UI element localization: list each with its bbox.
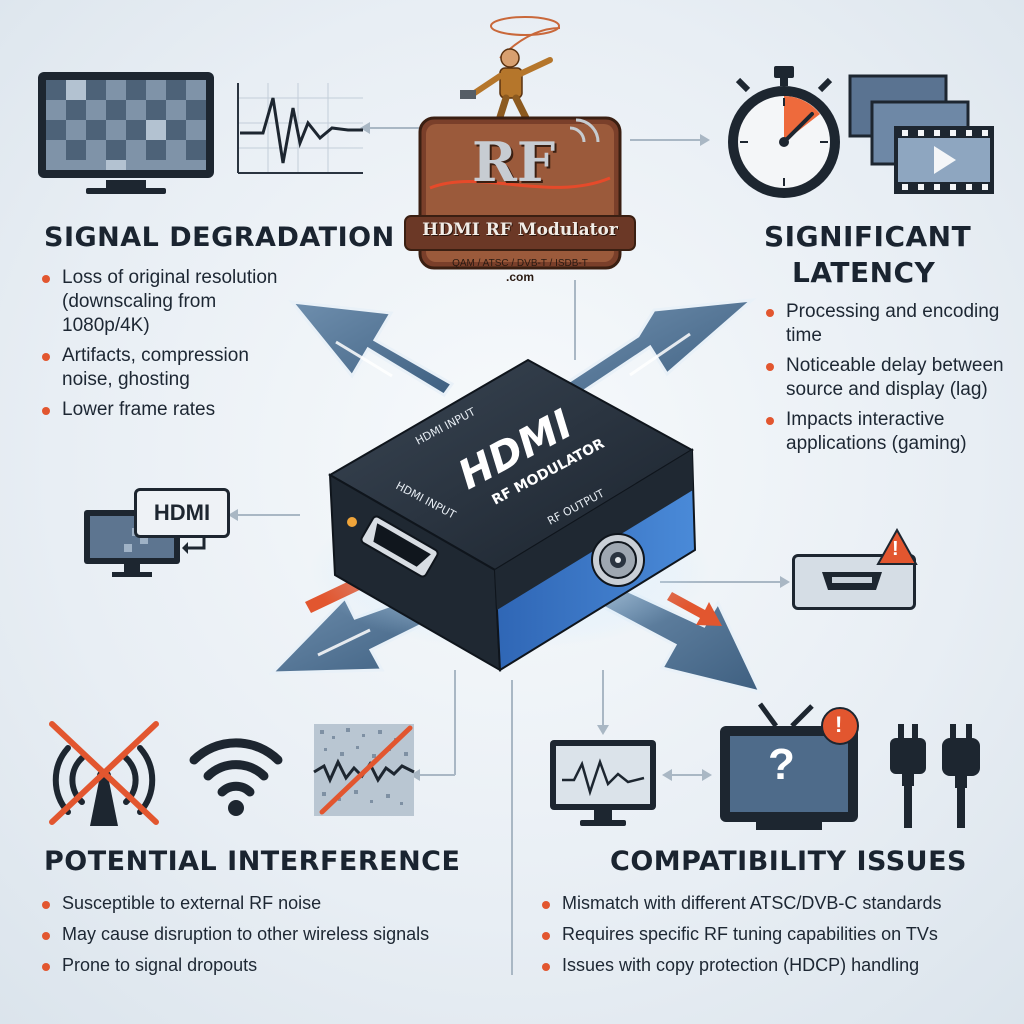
signal-degradation-title: SIGNAL DEGRADATION [44, 222, 395, 253]
list-item: Impacts interactive applications (gaming… [764, 408, 1004, 456]
compatibility-title: COMPATIBILITY ISSUES [610, 846, 967, 877]
hdmi-port-warning-icon-group: ! [790, 528, 922, 612]
arrow-up-left [288, 300, 455, 397]
power-plug-icons [890, 724, 980, 828]
pixelated-monitor-icon [38, 72, 214, 194]
logo-domain: .com [505, 270, 534, 284]
noise-static-icon [313, 724, 415, 816]
logo-plate [404, 116, 636, 270]
logo-badge: RF HDMI RF Modulator QAM / ATSC / DVB-T … [400, 8, 640, 284]
list-item: Artifacts, compression noise, ghosting [40, 344, 290, 392]
hdmi-rf-modulator-device: HDMI INPUT HDMI RF MODULATOR HDMI INPUT … [310, 358, 710, 672]
interference-bullets: Susceptible to external RF noise May cau… [40, 892, 510, 985]
stopwatch-icon [728, 66, 840, 198]
list-item: May cause disruption to other wireless s… [40, 923, 510, 945]
interference-title: POTENTIAL INTERFERENCE [44, 846, 461, 877]
list-item: Susceptible to external RF noise [40, 892, 510, 914]
waveform-chart-icon [237, 83, 363, 174]
hdmi-badge: HDMI [134, 488, 230, 538]
list-item: Mismatch with different ATSC/DVB-C stand… [540, 892, 1020, 914]
logo-rf-text: RF [472, 130, 556, 194]
latency-title-line2: LATENCY [792, 256, 936, 289]
crossed-antenna-icon [49, 721, 159, 826]
arrow-up-right [562, 298, 757, 397]
logo-standards: QAM / ATSC / DVB-T / ISDB-T [452, 258, 588, 269]
logo-title: HDMI RF Modulator [422, 220, 618, 240]
list-item: Processing and encoding time [764, 300, 1004, 348]
video-frames-icon [848, 74, 994, 194]
list-item: Prone to signal dropouts [40, 954, 510, 976]
wifi-icon [189, 738, 283, 816]
latency-bullets: Processing and encoding time Noticeable … [764, 300, 1004, 462]
list-item: Loss of original resolution (downscaling… [40, 266, 290, 338]
signal-degradation-bullets: Loss of original resolution (downscaling… [40, 266, 290, 428]
list-item: Lower frame rates [40, 398, 290, 422]
list-item: Requires specific RF tuning capabilities… [540, 923, 1020, 945]
warning-icon [876, 528, 918, 565]
tv-question-mark: ? [768, 740, 795, 789]
tv-warning-mark: ! [835, 712, 843, 737]
waveform-monitor-icon [550, 740, 656, 826]
list-item: Issues with copy protection (HDCP) handl… [540, 954, 1020, 976]
warning-mark: ! [892, 538, 899, 560]
compatibility-bullets: Mismatch with different ATSC/DVB-C stand… [540, 892, 1020, 985]
hdmi-port-icon [822, 572, 882, 590]
hdmi-badge-label: HDMI [153, 500, 211, 525]
list-item: Noticeable delay between source and disp… [764, 354, 1004, 402]
latency-title-line1: SIGNIFICANT [764, 220, 972, 253]
tv-question-icon [720, 702, 859, 830]
hdmi-monitor-icon-group: HDMI [82, 488, 232, 580]
return-arrow-icon [182, 536, 206, 554]
